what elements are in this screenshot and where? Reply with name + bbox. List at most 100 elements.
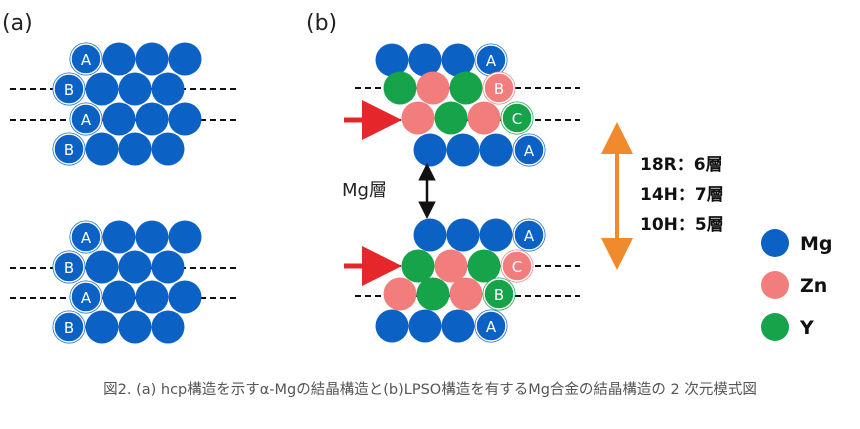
- mg-atom: [102, 280, 136, 314]
- stacking-site-label: C: [512, 258, 522, 276]
- stacking-site-label: B: [64, 259, 74, 277]
- figure-caption: 図2. (a) hcp構造を示すα-Mgの結晶構造と(b)LPSO構造を有するM…: [103, 382, 757, 398]
- stacking-site-label: A: [524, 227, 535, 245]
- legend-label-y: Y: [799, 317, 814, 339]
- site-ring: [53, 311, 85, 343]
- site-ring: [70, 103, 102, 135]
- mg-atom: [479, 218, 513, 252]
- mg-atom: [441, 43, 475, 77]
- mg-atom: [118, 250, 152, 284]
- legend-swatch-zn: [761, 271, 789, 299]
- mg-atom: [52, 132, 86, 166]
- mg-atom: [151, 250, 185, 284]
- zn-atom: [482, 71, 516, 105]
- y-atom: [467, 249, 501, 283]
- panel-a-label: (a): [2, 11, 33, 36]
- mg-atom: [135, 42, 169, 76]
- mg-atom: [69, 42, 103, 76]
- zn-atom: [416, 71, 450, 105]
- mg-atom: [102, 42, 136, 76]
- mg-atom: [85, 72, 119, 106]
- mg-atom: [69, 102, 103, 136]
- zn-atom: [467, 101, 501, 135]
- legend: Mg Zn Y: [761, 229, 833, 341]
- mg-atom: [474, 43, 508, 77]
- stacking-site-label: A: [486, 318, 497, 336]
- mg-atom: [375, 309, 409, 343]
- stacking-label-10h: 10H：5層: [640, 215, 724, 235]
- stacking-site-label: B: [64, 141, 74, 159]
- y-atom: [383, 71, 417, 105]
- mg-atom: [168, 102, 202, 136]
- mg-atom: [168, 220, 202, 254]
- mg-atom: [446, 133, 480, 167]
- mg-atom: [413, 133, 447, 167]
- site-ring: [53, 73, 85, 105]
- mg-atom: [479, 133, 513, 167]
- stacking-site-label: B: [64, 81, 74, 99]
- mg-atom: [102, 102, 136, 136]
- mg-atom: [375, 43, 409, 77]
- site-ring: [70, 221, 102, 253]
- stacking-site-label: A: [524, 142, 535, 160]
- mg-atom: [512, 218, 546, 252]
- y-atom: [500, 101, 534, 135]
- y-atom: [449, 71, 483, 105]
- mg-atom: [408, 43, 442, 77]
- mg-atom: [52, 250, 86, 284]
- stacking-site-label: A: [81, 229, 92, 247]
- mg-atom: [52, 310, 86, 344]
- site-ring: [483, 72, 515, 104]
- legend-label-mg: Mg: [800, 233, 833, 255]
- site-ring: [483, 278, 515, 310]
- stacking-site-label: A: [81, 289, 92, 307]
- mg-atom: [69, 280, 103, 314]
- mg-layer-label: Mg層: [342, 180, 387, 201]
- mg-atom: [441, 309, 475, 343]
- stacking-site-label: C: [512, 110, 522, 128]
- stacking-site-label: B: [494, 286, 504, 304]
- y-atom: [416, 277, 450, 311]
- mg-atom: [69, 220, 103, 254]
- mg-atom: [135, 220, 169, 254]
- legend-swatch-y: [761, 313, 789, 341]
- site-ring: [513, 219, 545, 251]
- stacking-site-label: A: [81, 51, 92, 69]
- panel-b-label: (b): [306, 11, 337, 36]
- site-ring: [53, 133, 85, 165]
- mg-atom: [151, 72, 185, 106]
- site-ring: [501, 102, 533, 134]
- site-ring: [70, 281, 102, 313]
- zn-atom: [449, 277, 483, 311]
- legend-swatch-mg: [761, 229, 789, 257]
- mg-atom: [85, 132, 119, 166]
- mg-atom: [52, 72, 86, 106]
- zn-atom: [500, 249, 534, 283]
- mg-atom: [408, 309, 442, 343]
- mg-atom: [85, 310, 119, 344]
- mg-atom: [102, 220, 136, 254]
- mg-atom: [118, 310, 152, 344]
- mg-atom: [474, 309, 508, 343]
- y-atom: [482, 277, 516, 311]
- stacking-site-label: A: [81, 111, 92, 129]
- mg-atom: [446, 218, 480, 252]
- mg-atom: [135, 102, 169, 136]
- zn-atom: [383, 277, 417, 311]
- mg-atom: [168, 280, 202, 314]
- mg-atom: [512, 133, 546, 167]
- stacking-label-18r: 18R：6層: [640, 155, 723, 175]
- site-ring: [513, 134, 545, 166]
- stacking-site-label: B: [494, 80, 504, 98]
- legend-label-zn: Zn: [800, 275, 827, 297]
- mg-atom: [135, 280, 169, 314]
- site-ring: [501, 250, 533, 282]
- mg-atom: [118, 132, 152, 166]
- y-atom: [401, 249, 435, 283]
- mg-atom: [118, 72, 152, 106]
- mg-atom: [151, 310, 185, 344]
- mg-atom: [168, 42, 202, 76]
- zn-atom: [434, 249, 468, 283]
- site-ring: [53, 251, 85, 283]
- stacking-site-label: A: [486, 52, 497, 70]
